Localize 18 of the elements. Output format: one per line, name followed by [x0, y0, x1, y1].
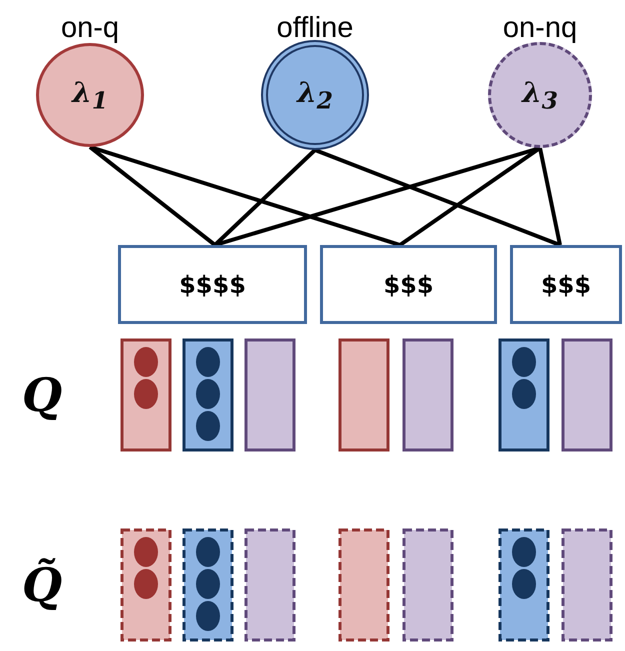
- math-label: Q: [22, 370, 62, 420]
- connector-line: [89, 145, 401, 247]
- cost-box: [118, 245, 307, 324]
- box-label: $$$: [540, 270, 592, 298]
- node-heading: offline: [276, 11, 354, 46]
- math-label: Q̃: [22, 560, 62, 610]
- connector-line: [88, 145, 216, 247]
- node-heading: on-q: [60, 11, 120, 46]
- math-label: λ$_{2}$: [297, 76, 333, 114]
- box-label: $$$$: [179, 270, 246, 298]
- connector-line: [538, 148, 562, 246]
- math-label: λ$_{3}$: [522, 76, 558, 114]
- math-label: λ$_{1}$: [72, 76, 108, 114]
- cost-box: [320, 245, 497, 324]
- cost-box: [510, 245, 622, 324]
- node-heading: on-nq: [502, 11, 578, 46]
- box-label: $$$: [383, 270, 434, 298]
- connector-line: [314, 148, 561, 247]
